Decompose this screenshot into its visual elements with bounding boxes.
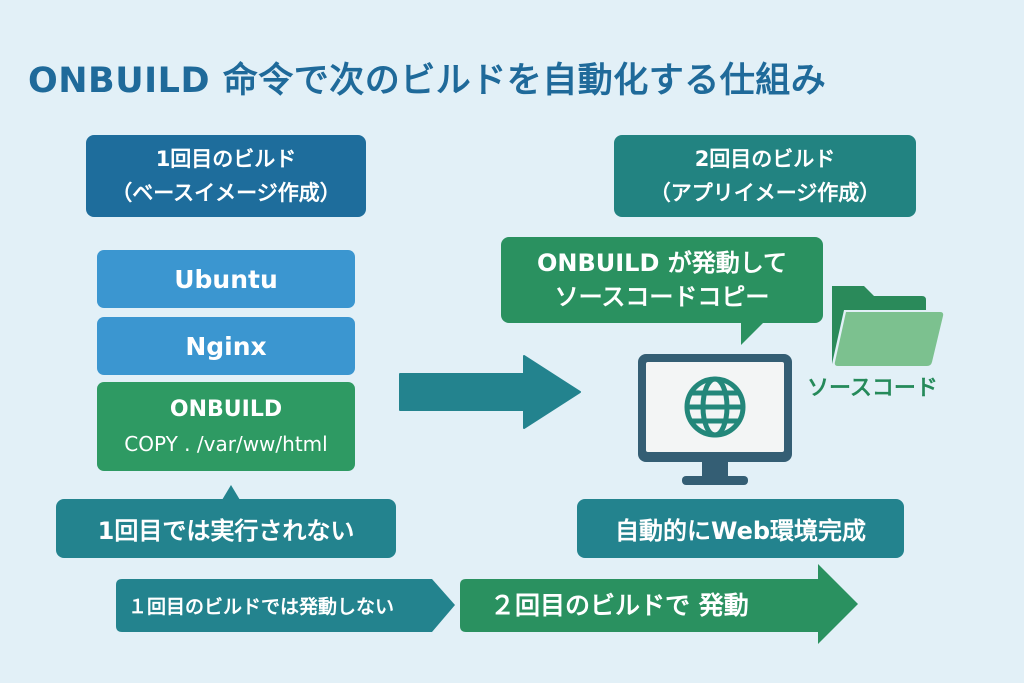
monitor-globe-icon <box>638 354 792 485</box>
result-text: 自動的にWeb環境完成 <box>614 517 867 545</box>
first-build-subtitle: （ベースイメージ作成） <box>111 181 341 205</box>
folder-icon <box>832 286 944 366</box>
flow-step1-label: １回目のビルドでは発動しない <box>128 596 395 618</box>
result-box: 自動的にWeb環境完成 <box>577 499 904 558</box>
page-title: ONBUILD 命令で次のビルドを自動化する仕組み <box>28 61 827 101</box>
second-build-subtitle: （アプリイメージ作成） <box>649 181 881 205</box>
first-build-header: 1回目のビルド （ベースイメージ作成） <box>86 135 366 217</box>
layer-onbuild-command: COPY . /var/ww/html <box>124 431 328 456</box>
flow-step1-shape <box>116 579 455 632</box>
flow-step2-label: ２回目のビルドで 発動 <box>490 591 749 620</box>
layer-label: Ubuntu <box>174 264 278 294</box>
layer-label: Nginx <box>185 331 267 361</box>
layer-nginx: Nginx <box>97 317 355 375</box>
layer-ubuntu: Ubuntu <box>97 250 355 308</box>
speech-line-1: ONBUILD が発動して <box>536 249 788 277</box>
globe-icon <box>684 376 746 438</box>
callout-text: 1回目では実行されない <box>97 517 355 545</box>
arrow-right-icon <box>399 355 581 429</box>
flow-step2-shape <box>460 564 858 644</box>
layer-onbuild: ONBUILD COPY . /var/ww/html <box>97 382 355 471</box>
layer-label: ONBUILD <box>169 396 283 422</box>
source-code-label: ソースコード <box>807 376 938 401</box>
first-build-title: 1回目のビルド <box>155 147 297 171</box>
second-build-header: 2回目のビルド （アプリイメージ作成） <box>614 135 916 217</box>
second-build-title: 2回目のビルド <box>694 147 836 171</box>
not-executed-callout: 1回目では実行されない <box>56 485 396 558</box>
speech-line-2: ソースコードコピー <box>554 283 770 311</box>
onbuild-trigger-speech-bubble: ONBUILD が発動して ソースコードコピー <box>501 237 823 345</box>
flow-arrows <box>116 564 858 644</box>
